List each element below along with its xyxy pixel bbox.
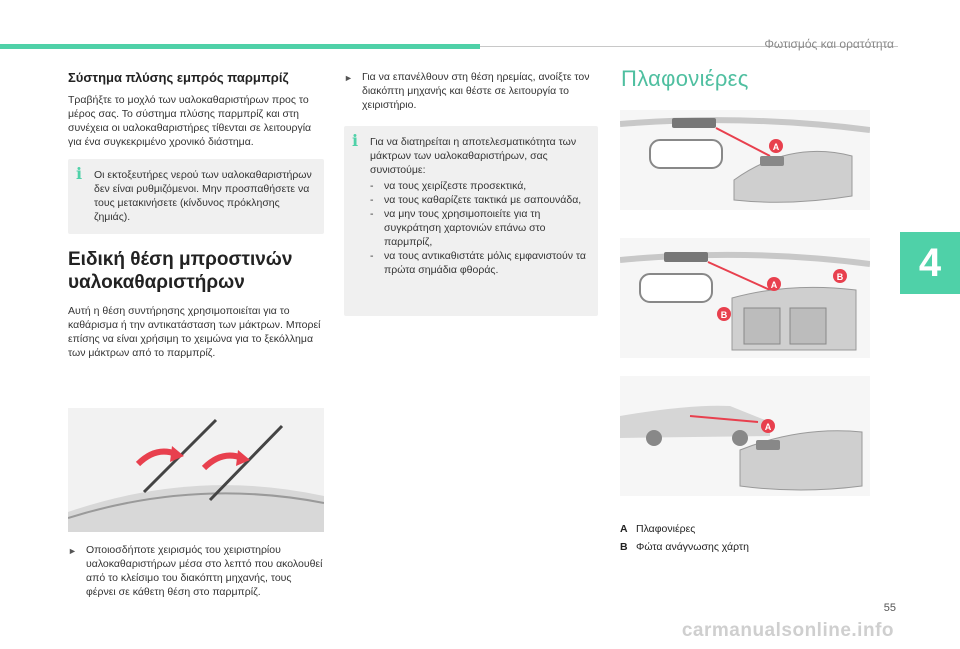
arrow-icon: ►: [68, 546, 77, 556]
column-washer: Σύστημα πλύσης εμπρός παρμπρίζ Τραβήξτε …: [68, 70, 324, 360]
marker-b-label: B: [721, 310, 728, 320]
header-accent-bar: [0, 44, 480, 49]
wiper-svg: [67, 408, 325, 532]
watermark: carmanualsonline.info: [681, 620, 894, 641]
courtesy-light-svg-1: A: [619, 110, 871, 210]
legend-text: Φώτα ανάγνωσης χάρτη: [636, 541, 749, 553]
marker-a-label: A: [765, 422, 772, 432]
special-position-heading: Ειδική θέση μπροστινών υαλοκαθαριστήρων: [68, 249, 293, 293]
legend: A Πλαφονιέρες B Φώτα ανάγνωσης χάρτη: [620, 520, 749, 556]
info-icon: i: [76, 164, 83, 183]
arrow-icon: ►: [344, 73, 353, 83]
courtesy-light-svg-2: A B B: [619, 238, 871, 358]
washer-title: Σύστημα πλύσης εμπρός παρμπρίζ: [68, 70, 289, 85]
marker-a-label: A: [773, 142, 780, 152]
bottom-note-text: Οποιοσδήποτε χειρισμός του χειριστηρίου …: [86, 544, 323, 598]
special-position-paragraph: Αυτή η θέση συντήρησης χρησιμοποιείται γ…: [68, 305, 321, 359]
courtesy-lights-title: Πλαφονιέρες: [621, 66, 749, 91]
marker-a-label: A: [771, 280, 778, 290]
section-title: Φωτισμός και ορατότητα: [764, 37, 894, 51]
list-item: να τους χειρίζεστε προσεκτικά,: [370, 179, 590, 193]
courtesy-light-illustration-2: A B B: [619, 238, 871, 358]
info-icon: i: [352, 131, 359, 150]
header-rule: [480, 46, 898, 47]
maintenance-list: να τους χειρίζεστε προσεκτικά, να τους κ…: [370, 179, 590, 277]
courtesy-light-illustration-3: A: [620, 376, 870, 496]
marker-b-label: B: [837, 272, 844, 282]
legend-item: A Πλαφονιέρες: [620, 520, 749, 538]
courtesy-light-svg-3: A: [620, 376, 870, 496]
list-item: να τους αντικαθιστάτε μόλις εμφανιστούν …: [370, 249, 590, 277]
chapter-tab: 4: [900, 232, 960, 294]
washer-info-text: Οι εκτοξευτήρες νερού των υαλοκαθαριστήρ…: [94, 169, 312, 223]
rest-position-text: Για να επανέλθουν στη θέση ηρεμίας, ανοί…: [362, 71, 590, 111]
list-item: να τους καθαρίζετε τακτικά με σαπουνάδα,: [370, 193, 590, 207]
list-item: να μην τους χρησιμοποιείτε για τη συγκρά…: [370, 207, 590, 249]
wiper-illustration: [67, 408, 325, 532]
column-notes: ► Για να επανέλθουν στη θέση ηρεμίας, αν…: [344, 70, 598, 316]
legend-key: A: [620, 523, 628, 535]
column-courtesy-lights: Πλαφονιέρες: [620, 66, 860, 92]
washer-info-box: i Οι εκτοξευτήρες νερού των υαλοκαθαριστ…: [68, 159, 324, 234]
maintenance-intro: Για να διατηρείται η αποτελεσματικότητα …: [370, 136, 577, 176]
maintenance-info-box: i Για να διατηρείται η αποτελεσματικότητ…: [344, 126, 598, 316]
chapter-number: 4: [918, 240, 942, 285]
courtesy-light-illustration-1: A: [619, 110, 871, 210]
legend-text: Πλαφονιέρες: [636, 523, 696, 535]
bottom-note: ► Οποιοσδήποτε χειρισμός του χειριστηρίο…: [68, 543, 324, 599]
legend-item: B Φώτα ανάγνωσης χάρτη: [620, 538, 749, 556]
page-number: 55: [883, 602, 896, 614]
washer-paragraph: Τραβήξτε το μοχλό των υαλοκαθαριστήρων π…: [68, 94, 312, 148]
legend-key: B: [620, 541, 628, 553]
rest-position-note: ► Για να επανέλθουν στη θέση ηρεμίας, αν…: [344, 70, 598, 112]
